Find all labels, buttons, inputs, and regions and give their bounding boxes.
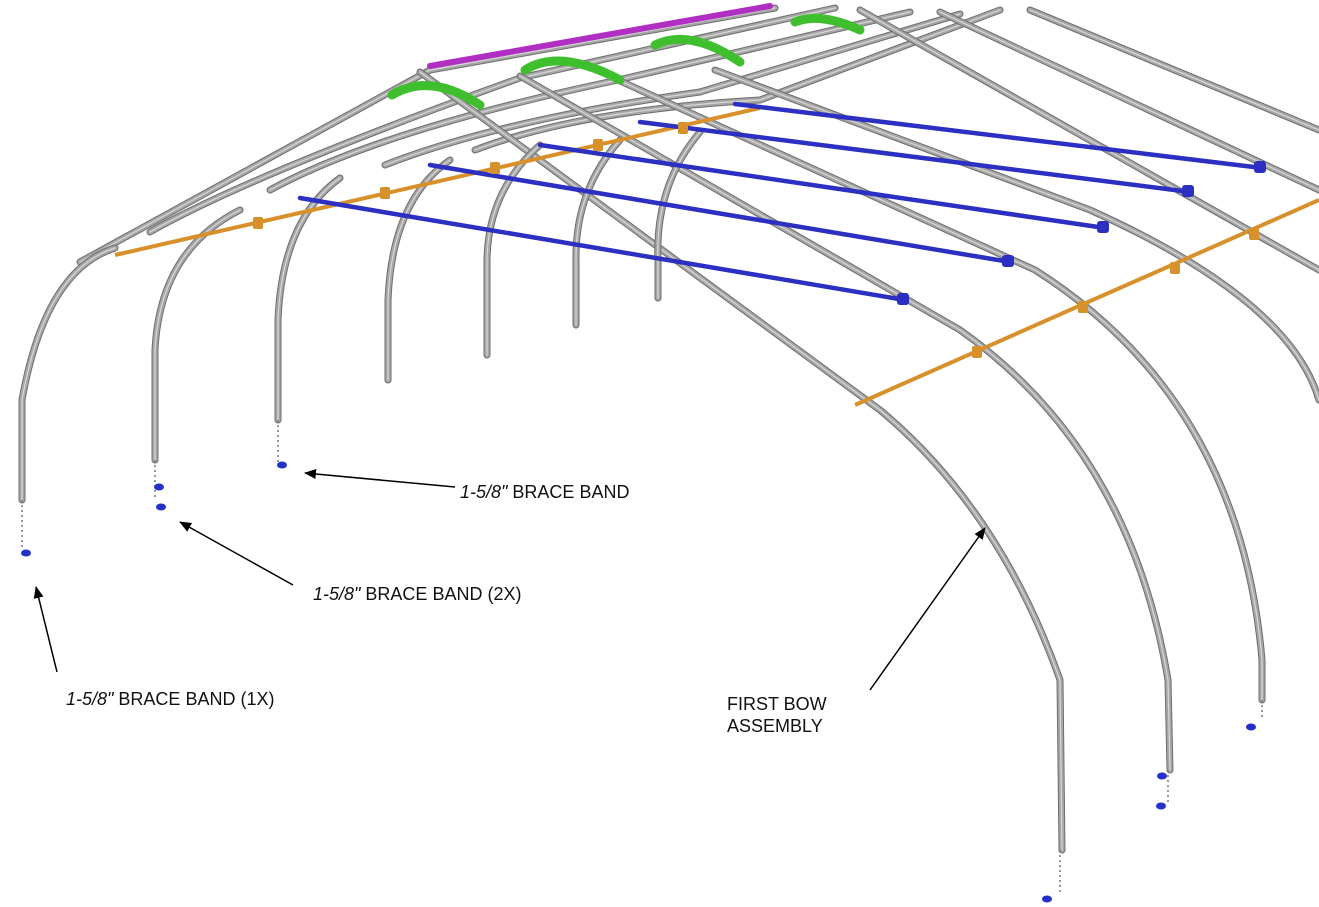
purlin-end-clamp [1002,255,1014,267]
bow-pipe [936,8,1319,194]
bow-pipe [483,141,544,359]
bow-pipe [516,72,1174,774]
ridge-pipe [266,8,914,194]
brace-band-size: 1-5/8" [313,584,361,604]
purlin-end-clamp [1097,221,1109,233]
brace-band-label: BRACE BAND (1X) [113,689,275,709]
brace-clamp [490,162,500,174]
purlin-end-clamp [897,293,909,305]
brace-clamp [253,217,263,229]
purlin-end-clamp [1182,185,1194,197]
purlin-end-clamp [1254,161,1266,173]
brace-band [277,461,287,469]
brace-clamp [1170,262,1180,274]
leader-arrow [179,521,294,586]
leader-arrow [33,586,58,673]
brace-band [156,503,166,511]
brace-band [1042,895,1052,903]
ridge-pipe [76,4,779,266]
brace-band [1157,772,1167,780]
brace-band-callout-top: 1-5/8" BRACE BAND [460,481,629,503]
brace-band [154,483,164,491]
first-bow-label-line2: ASSEMBLY [727,716,823,736]
brace-band-size: 1-5/8" [66,689,114,709]
diagonal-brace-left [114,106,761,257]
brace-band-callout-1x: 1-5/8" BRACE BAND (1X) [66,688,274,710]
leader-arrow [869,527,986,691]
brace-band-size: 1-5/8" [460,482,508,502]
bow-pipe [274,174,344,424]
brace-clamp [1249,228,1259,240]
bow-pipe [151,206,244,464]
ridge-pipe [471,6,1004,154]
brace-band-label: BRACE BAND (2X) [360,584,522,604]
brace-band-label: BRACE BAND [507,482,630,502]
brace-band [1246,723,1256,731]
leader-arrow [304,469,456,488]
purlin-brace [537,142,1108,231]
brace-band [1156,802,1166,810]
purlin-brace [297,195,908,303]
ridge-pipe [381,10,964,169]
ridge-connector [520,56,625,85]
bow-pipe [654,128,704,302]
frame-pipes [18,4,1319,854]
ridge-connector [387,81,485,110]
ridge-connector [650,34,745,67]
bow-pipe [711,66,1319,404]
bow-pipe [614,76,1266,704]
bow-pipe [1026,6,1319,134]
frame-braces [114,3,1319,407]
frame-parts [21,13,1266,903]
brace-clamp [678,122,688,134]
callout-leaders [33,469,986,691]
purlin-brace [732,101,1265,171]
ridge-connector [790,13,865,35]
brace-clamp [380,187,390,199]
bow-pipe [384,156,454,384]
end-ridge-bar [427,3,773,69]
bow-pipe [856,6,1319,274]
bow-pipe [572,136,624,329]
brace-band-callout-2x: 1-5/8" BRACE BAND (2X) [313,583,521,605]
purlin-brace [427,162,1013,265]
purlin-brace [637,119,1193,195]
first-bow-assembly-callout: FIRST BOW ASSEMBLY [727,693,877,737]
brace-band [21,549,31,557]
first-bow-label-line1: FIRST BOW [727,694,827,714]
brace-clamp [1078,301,1088,313]
bow-pipe [18,244,119,504]
brace-clamp [593,139,603,151]
brace-clamp [972,346,982,358]
